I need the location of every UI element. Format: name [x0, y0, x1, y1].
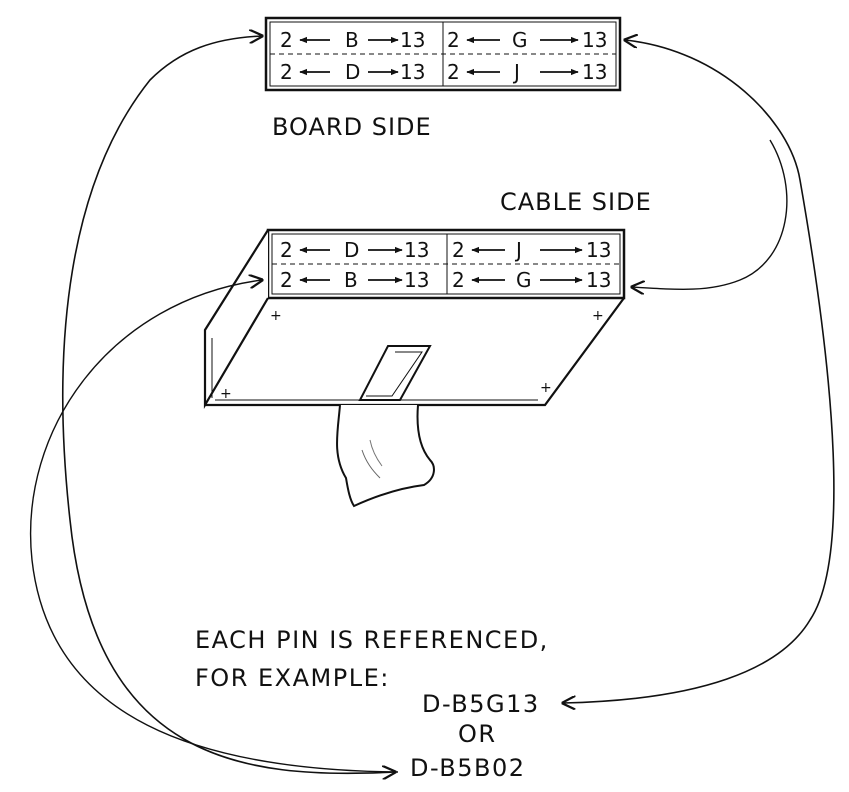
- example-first: D-B5G13: [422, 690, 540, 718]
- cable-r2-right-letter: G: [516, 268, 532, 292]
- cable-r1-left-end: 13: [404, 238, 429, 262]
- caption-line-2: FOR EXAMPLE:: [195, 664, 390, 692]
- board-r1-right-end: 13: [582, 28, 607, 52]
- cable-r1-left-start: 2: [280, 238, 293, 262]
- cable-r1-left-letter: D: [344, 238, 359, 262]
- cable-r1-right-letter: J: [514, 238, 522, 262]
- cable-r1-right-start: 2: [452, 238, 465, 262]
- arrow-board-right-to-cable-right: [632, 139, 788, 289]
- board-r2-left-start: 2: [280, 60, 293, 84]
- board-r2-left-end: 13: [400, 60, 425, 84]
- arrow-board-right-to-first-example: [563, 40, 835, 703]
- board-side-connector: 2 B 13 2 G 13 2 D 13 2 J 13: [264, 16, 622, 92]
- arrow-cable-left-to-second-example: [30, 280, 399, 773]
- svg-text:+: +: [592, 308, 604, 324]
- svg-text:+: +: [540, 380, 552, 396]
- board-r2-left-letter: D: [345, 60, 360, 84]
- board-r1-left-end: 13: [400, 28, 425, 52]
- cable-side-label: CABLE SIDE: [500, 188, 652, 216]
- board-r2-right-letter: J: [512, 60, 520, 84]
- board-r2-right-end: 13: [582, 60, 607, 84]
- cable-r2-left-end: 13: [404, 268, 429, 292]
- board-r2-right-start: 2: [447, 60, 460, 84]
- board-r1-right-start: 2: [447, 28, 460, 52]
- example-second: D-B5B02: [410, 754, 526, 782]
- cable-r2-left-start: 2: [280, 268, 293, 292]
- cable-r2-right-end: 13: [586, 268, 611, 292]
- cable-r1-right-end: 13: [586, 238, 611, 262]
- board-side-label: BOARD SIDE: [272, 113, 432, 141]
- cable-r2-right-start: 2: [452, 268, 465, 292]
- board-r1-left-start: 2: [280, 28, 293, 52]
- cable-side-connector: + + + + 2 D 13 2 J 13 2 B 13 2 G 13: [203, 228, 626, 508]
- caption-line-1: EACH PIN IS REFERENCED,: [195, 626, 549, 654]
- cable-r2-left-letter: B: [344, 268, 358, 292]
- svg-text:+: +: [220, 386, 232, 402]
- arrow-board-left-to-second-example: [61, 36, 395, 773]
- board-r1-left-letter: B: [345, 28, 359, 52]
- board-r1-right-letter: G: [512, 28, 528, 52]
- example-or: OR: [458, 720, 497, 748]
- svg-text:+: +: [270, 308, 282, 324]
